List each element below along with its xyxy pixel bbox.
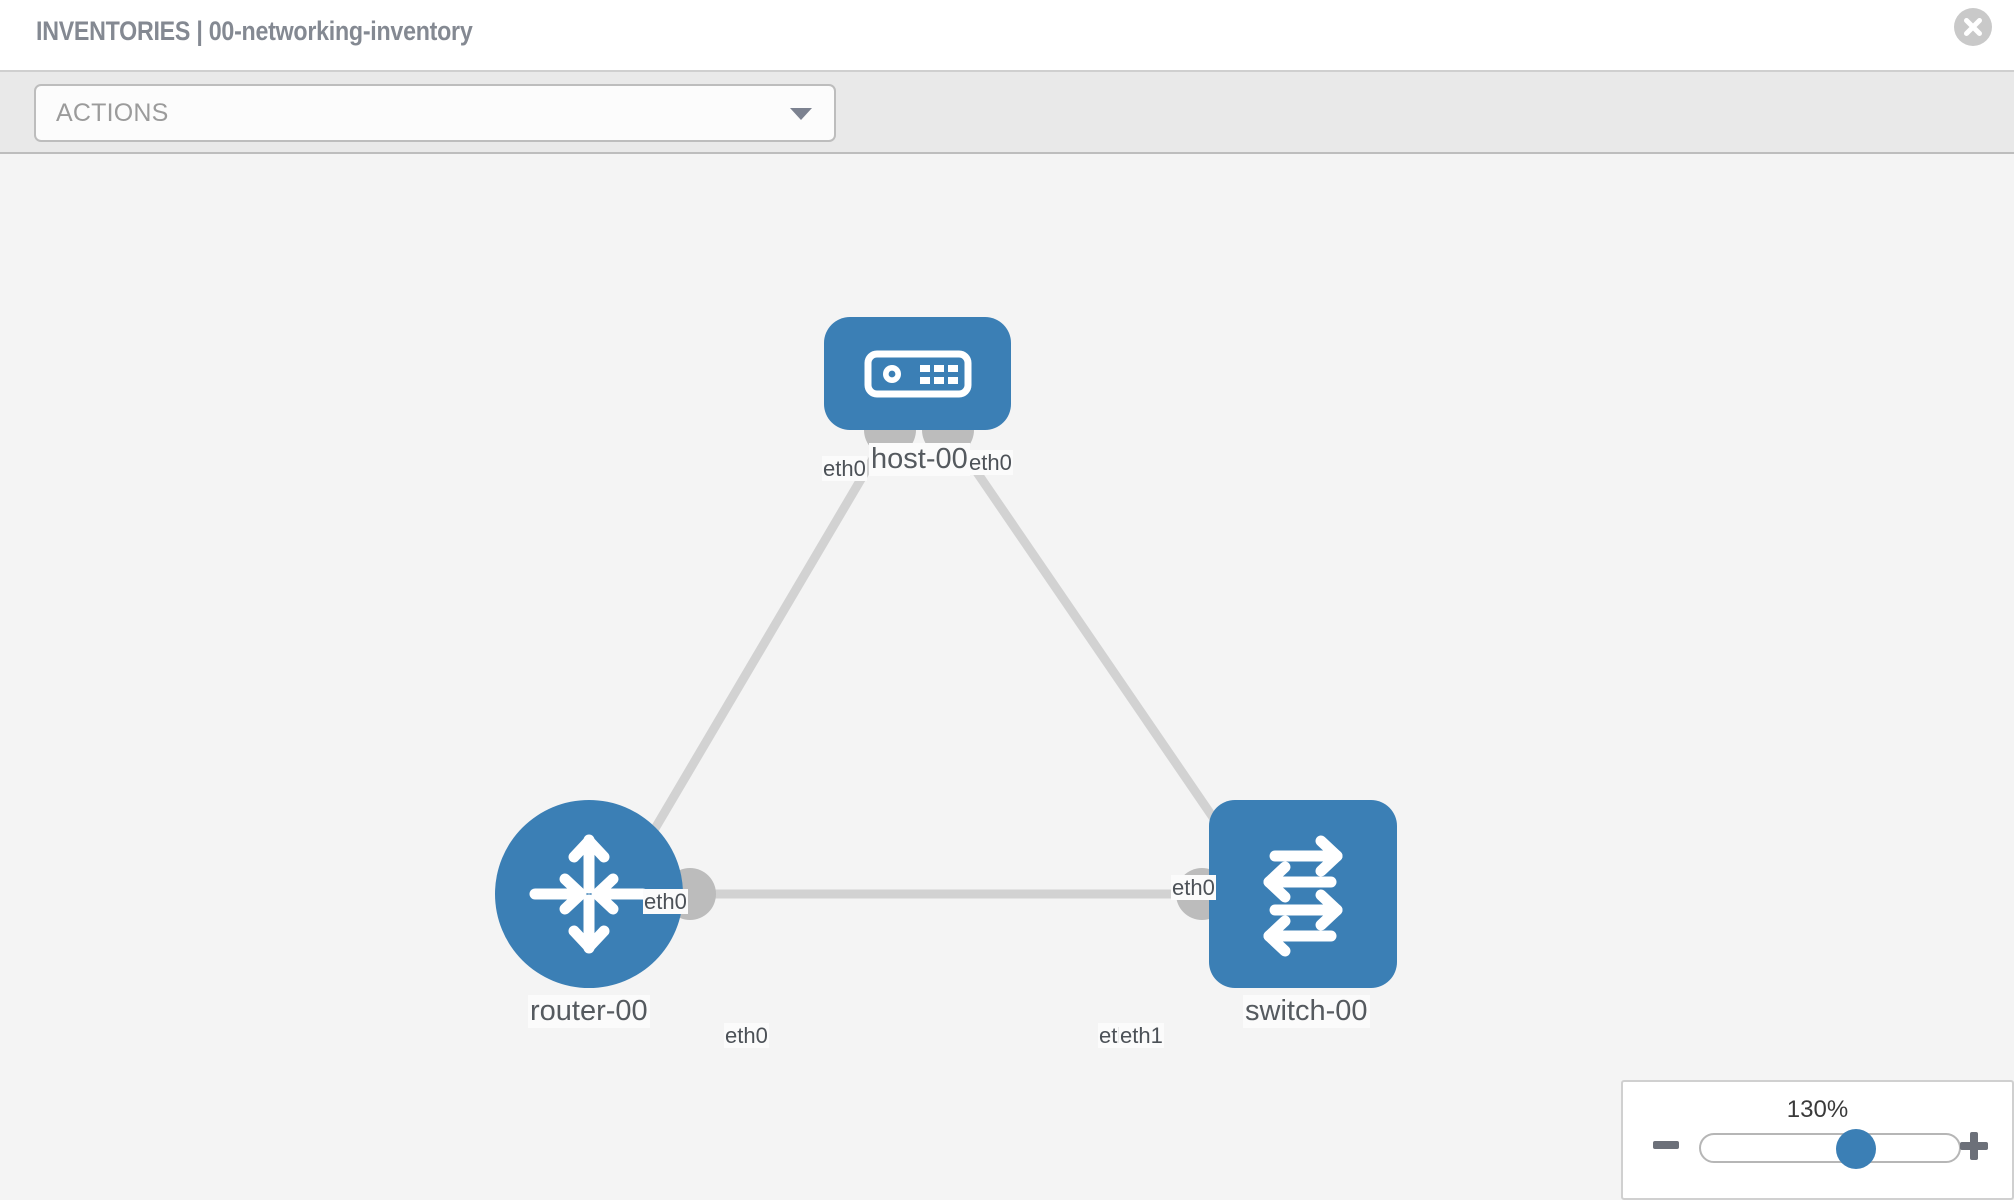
interface-label-switch-uplink: eth0 (1171, 875, 1216, 901)
zoom-slider-thumb[interactable] (1836, 1129, 1876, 1169)
topology-node-switch-00[interactable] (1209, 800, 1397, 988)
topology-node-host-00[interactable] (824, 317, 1011, 430)
plus-icon[interactable] (1958, 1130, 1990, 1167)
actions-dropdown[interactable]: ACTIONS (34, 84, 836, 142)
interface-label-host-left: eth0 (822, 456, 867, 482)
zoom-level-label: 130% (1786, 1096, 1849, 1123)
actions-dropdown-label: ACTIONS (56, 99, 169, 127)
interface-label-router-side: eth0 (724, 1023, 769, 1049)
topology-links (617, 404, 1264, 920)
topology-node-label-router-00: router-00 (528, 995, 650, 1029)
close-icon[interactable] (1954, 8, 1992, 46)
zoom-control-panel: 130% (1621, 1080, 2014, 1200)
topology-node-label-switch-00: switch-00 (1243, 995, 1370, 1029)
interface-label-host-right: eth0 (968, 450, 1013, 476)
minus-icon[interactable] (1651, 1130, 1681, 1165)
interface-label-switch-side-b: eth1 (1119, 1023, 1164, 1049)
interface-label-router-uplink: eth0 (643, 889, 688, 915)
chevron-down-icon (790, 108, 812, 120)
topology-node-label-host-00: host-00 (869, 443, 970, 477)
zoom-slider[interactable] (1699, 1129, 1961, 1169)
page-header: INVENTORIES | 00-networking-inventory (0, 0, 2014, 70)
toolbar: ACTIONS SEARCH (0, 70, 2014, 212)
topology-graph: host-00 router-00 switch-00 eth0 eth0 et… (0, 154, 2014, 1200)
page-title: INVENTORIES | 00-networking-inventory (36, 16, 473, 46)
topology-canvas[interactable]: host-00 router-00 switch-00 eth0 eth0 et… (0, 154, 2014, 1200)
